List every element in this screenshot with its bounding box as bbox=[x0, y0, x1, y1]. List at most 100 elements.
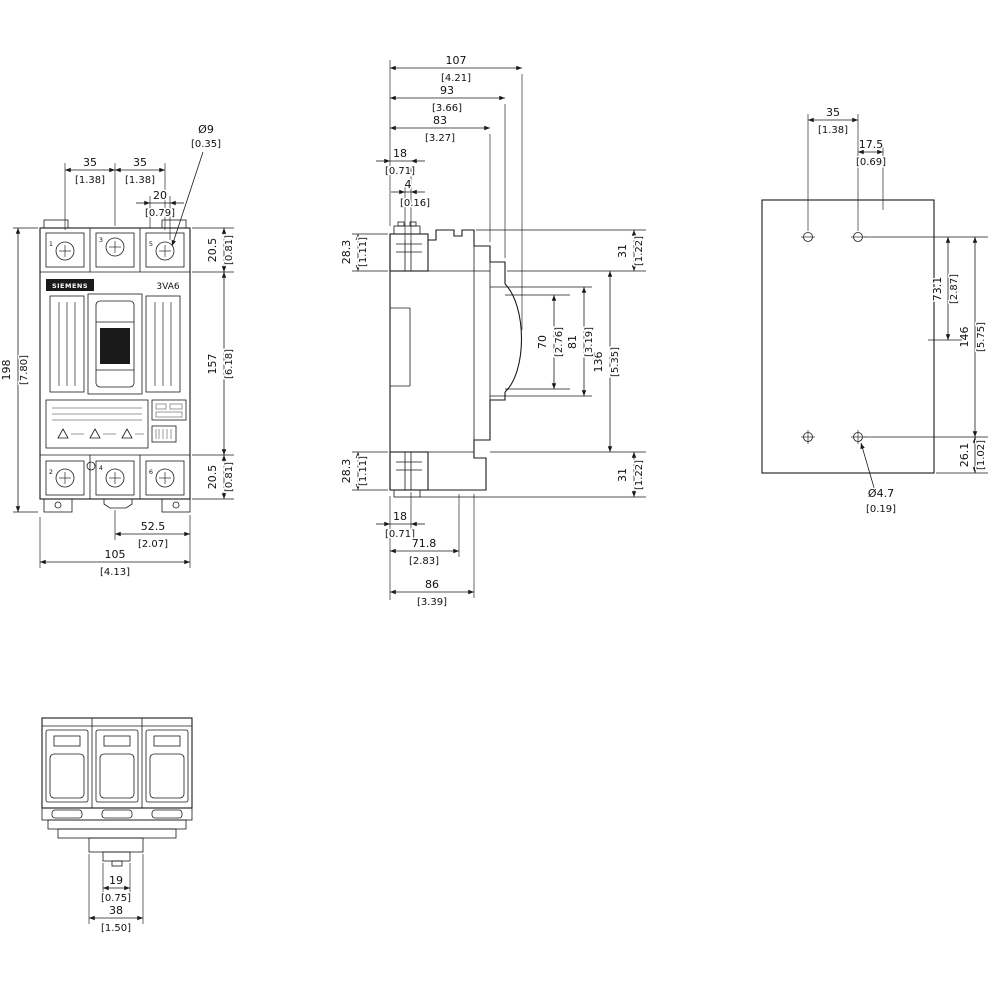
dim-bottom-foot-38: 38 [1.50] bbox=[89, 903, 143, 936]
terminal-number: 2 bbox=[49, 468, 53, 476]
dim-mm: 35 bbox=[133, 156, 147, 169]
dim-front-pole-pitch-right: 35 [1.38] bbox=[115, 155, 165, 188]
dim-inch: [4.13] bbox=[100, 567, 130, 578]
dim-side-depth-18-top: 18 [0.71] bbox=[376, 146, 425, 179]
dim-mm: 4 bbox=[405, 178, 412, 191]
side-top-profile bbox=[428, 229, 506, 284]
dim-front-overall-height: 198 [7.80] bbox=[0, 228, 32, 512]
dim-mm: 28.3 bbox=[340, 240, 353, 265]
bottom-terminal-screws bbox=[55, 461, 175, 488]
dim-inch: [0.71] bbox=[385, 166, 415, 177]
dim-inch: [6.18] bbox=[224, 349, 235, 379]
dim-inch: [0.16] bbox=[400, 198, 430, 209]
top-left-tab bbox=[43, 219, 69, 229]
dim-inch: [0.81] bbox=[224, 462, 235, 492]
dim-mm: 107 bbox=[446, 54, 467, 67]
dim-mm: 38 bbox=[109, 904, 123, 917]
top-terminal-screws bbox=[55, 237, 175, 261]
dim-inch: [5.75] bbox=[976, 322, 987, 352]
dim-mm: 35 bbox=[826, 106, 840, 119]
barcode bbox=[151, 425, 177, 443]
dim-mm: 18 bbox=[393, 147, 407, 160]
dim-mm: 20 bbox=[153, 189, 167, 202]
front-outline bbox=[39, 227, 191, 500]
dim-inch: [7.80] bbox=[19, 355, 30, 385]
dim-drill-hole-pitch-35: 35 [1.38] bbox=[808, 105, 858, 138]
dim-mm: 157 bbox=[206, 354, 219, 375]
dim-inch: [3.19] bbox=[584, 327, 595, 357]
warning-triangle-icon bbox=[121, 428, 133, 439]
din-rail-foot bbox=[88, 837, 144, 867]
dim-side-lug-28-3-top: 28.3 [1.11] bbox=[339, 234, 371, 271]
dim-inch: [1.22] bbox=[634, 460, 645, 490]
dim-mm: 52.5 bbox=[141, 520, 166, 533]
dim-inch: [1.50] bbox=[101, 923, 131, 934]
rating-plate bbox=[45, 399, 149, 449]
dim-side-depth-71-8: 71.8 [2.83] bbox=[390, 536, 459, 569]
dim-side-depth-total: 107 [4.21] bbox=[390, 53, 522, 86]
dim-side-front-31-top: 31 [1.22] bbox=[615, 230, 647, 271]
terminal-number: 1 bbox=[49, 240, 53, 248]
dim-side-front-31-bottom: 31 [1.22] bbox=[615, 452, 647, 497]
bottom-outline bbox=[41, 717, 193, 809]
dim-mm: 20.5 bbox=[206, 238, 219, 263]
side-view: 107 [4.21] 93 [3.66] 83 [3.27] 18 [0.71]… bbox=[339, 53, 647, 610]
dim-inch: [1.38] bbox=[75, 175, 105, 186]
dim-front-terminal-zone-top: 20.5 [0.81] bbox=[205, 228, 237, 272]
dim-drill-offset-17-5: 17.5 [0.69] bbox=[854, 137, 887, 170]
bottom-pole-1 bbox=[45, 729, 89, 803]
mount-foot bbox=[161, 498, 191, 513]
dim-side-handle-70: 70 [2.76] bbox=[535, 295, 567, 389]
dim-mm: 93 bbox=[440, 84, 454, 97]
dim-inch: [1.02] bbox=[976, 440, 987, 470]
drill-extension-lines bbox=[807, 114, 988, 474]
dim-inch: [0.75] bbox=[101, 893, 131, 904]
dim-drill-offset-26-1: 26.1 [1.02] bbox=[957, 437, 989, 473]
dim-inch: [3.39] bbox=[417, 597, 447, 608]
brand-strip bbox=[46, 279, 94, 291]
dim-inch: [0.69] bbox=[856, 157, 886, 168]
dim-front-body-height: 157 [6.18] bbox=[205, 272, 237, 455]
front-extension-lines bbox=[13, 163, 234, 568]
dim-inch: [2.87] bbox=[949, 274, 960, 304]
rocker-handle bbox=[87, 293, 143, 395]
side-top-lug bbox=[389, 233, 429, 272]
dim-mm: 70 bbox=[536, 335, 549, 349]
dim-inch: [5.35] bbox=[610, 347, 621, 377]
drill-plate-outline bbox=[761, 199, 935, 474]
dim-mm: 31 bbox=[616, 244, 629, 258]
dim-mm: 105 bbox=[105, 548, 126, 561]
dim-inch: [0.81] bbox=[224, 235, 235, 265]
dim-mm: Ø9 bbox=[198, 123, 214, 136]
dim-mm: 35 bbox=[83, 156, 97, 169]
dim-inch: [1.38] bbox=[818, 125, 848, 136]
warning-triangle-icon bbox=[57, 428, 69, 439]
terminal-number: 3 bbox=[99, 236, 103, 244]
terminal-number: 5 bbox=[149, 240, 153, 248]
dim-front-hole-offset: 20 [0.79] bbox=[136, 188, 184, 221]
dim-drill-hole-pitch-146: 146 [5.75] bbox=[957, 237, 989, 437]
dim-front-overall-width: 105 [4.13] bbox=[40, 547, 190, 580]
bottom-view: 19 [0.75] 38 [1.50] bbox=[41, 717, 193, 936]
dim-side-handle-81: 81 [3.19] bbox=[565, 287, 597, 396]
dim-inch: [0.35] bbox=[191, 139, 221, 150]
dim-side-body-136: 136 [5.35] bbox=[591, 271, 623, 452]
dim-inch: [0.71] bbox=[385, 529, 415, 540]
dim-inch: [2.76] bbox=[554, 327, 565, 357]
dim-side-depth-4: 4 [0.16] bbox=[391, 177, 432, 211]
approval-marks bbox=[151, 399, 187, 443]
dim-mm: 81 bbox=[566, 335, 579, 349]
dim-side-depth-86: 86 [3.39] bbox=[390, 577, 474, 610]
bottom-pole-2 bbox=[95, 729, 139, 803]
dim-inch: [1.22] bbox=[634, 236, 645, 266]
warning-triangle-icon bbox=[89, 428, 101, 439]
dim-inch: [1.11] bbox=[358, 237, 369, 267]
dim-inch: [2.07] bbox=[138, 539, 168, 550]
handle-arc bbox=[504, 283, 523, 393]
dim-front-center-to-edge: 52.5 [2.07] bbox=[115, 519, 190, 552]
dim-mm: 26.1 bbox=[958, 443, 971, 468]
dim-mm: 20.5 bbox=[206, 465, 219, 490]
dim-side-depth-18-bottom: 18 [0.71] bbox=[376, 509, 425, 542]
dim-inch: [0.79] bbox=[145, 208, 175, 219]
